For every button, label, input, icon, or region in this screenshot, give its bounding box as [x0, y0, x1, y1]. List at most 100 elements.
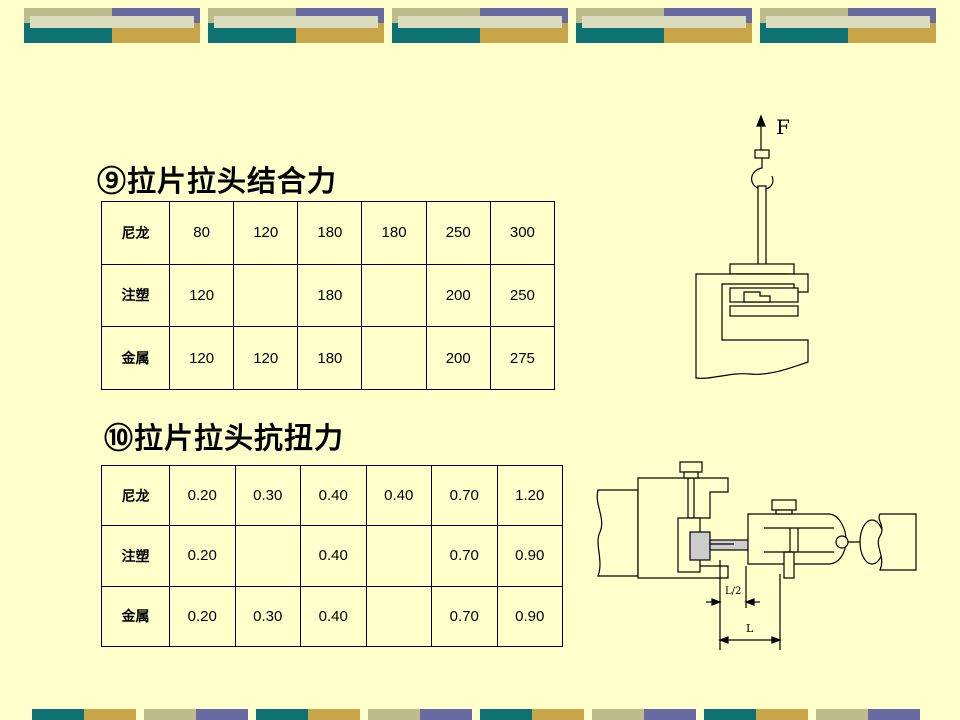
- row-label: 尼龙: [101, 201, 170, 265]
- table-cell: [361, 326, 427, 390]
- table-cell: 0.20: [169, 525, 236, 587]
- table-cell: 180: [297, 326, 363, 390]
- table-cell: 180: [361, 201, 427, 265]
- torsion-drawing: [596, 461, 917, 650]
- fork-screw-head: [771, 499, 797, 511]
- slider-top: [729, 263, 795, 275]
- table-cell: 80: [168, 201, 235, 265]
- table-cell: 120: [168, 326, 235, 390]
- fork-screw-tail: [783, 551, 795, 579]
- band-highlight: [766, 16, 930, 28]
- pull-tab-bond-force-table: 尼龙 80 120 180 180 250 300 注塑 120 180 200…: [101, 201, 556, 390]
- table-cell: 0.40: [300, 464, 367, 527]
- row-label: 金属: [101, 585, 170, 648]
- row-label: 尼龙: [101, 464, 170, 527]
- band-highlight: [214, 16, 378, 28]
- section-title-torsion-resistance: ⑩拉片拉头抗扭力: [104, 421, 345, 455]
- top-screw-neck: [683, 471, 699, 479]
- band-block: [308, 709, 360, 720]
- hook-curve: [751, 158, 774, 190]
- top-screw-head: [679, 461, 703, 473]
- band-block: [144, 709, 196, 720]
- bottom-band-blocks: [32, 709, 920, 720]
- table-row: 注塑 120 180 200 250: [101, 263, 556, 328]
- pivot-pin: [835, 535, 849, 549]
- table-cell: 250: [425, 201, 491, 265]
- table-cell: 275: [489, 326, 556, 390]
- table-cell: 0.90: [496, 585, 563, 648]
- hook-cap: [754, 149, 770, 159]
- band-block: [480, 709, 532, 720]
- table-cell: 0.70: [431, 525, 498, 587]
- band-block: [196, 709, 248, 720]
- table-row: 注塑 0.20 0.40 0.70 0.90: [101, 525, 563, 587]
- row-label: 金属: [101, 326, 170, 390]
- table-row: 尼龙 0.20 0.30 0.40 0.40 0.70 1.20: [101, 464, 563, 527]
- bottom-decorative-band: [32, 709, 920, 720]
- band-block: [868, 709, 920, 720]
- table-cell: [365, 525, 432, 587]
- band-block: [84, 709, 136, 720]
- table-cell: [234, 525, 301, 587]
- table-cell: 120: [168, 263, 235, 328]
- band-block: [756, 709, 808, 720]
- table-cell: 1.20: [496, 464, 563, 527]
- table-row: 金属 0.20 0.30 0.40 0.70 0.90: [101, 585, 563, 648]
- table-row: 金属 120 120 180 200 275: [101, 326, 556, 390]
- band-block: [816, 709, 868, 720]
- band-block: [644, 709, 696, 720]
- table-cell: 0.40: [300, 525, 367, 587]
- table-cell: 0.40: [300, 585, 367, 648]
- table-cell: [361, 263, 427, 328]
- torsion-test-figure: L/2 L: [596, 461, 917, 650]
- clamp-drawing: [695, 114, 809, 379]
- right-grip: [877, 513, 917, 571]
- table-cell: 200: [425, 263, 491, 328]
- clamp-body: [695, 273, 809, 379]
- table-cell: 0.40: [365, 464, 432, 527]
- table-cell: 0.70: [431, 464, 498, 527]
- table-cell: 0.30: [234, 585, 301, 648]
- pull-force-test-figure: F: [695, 114, 809, 379]
- fork-body: [747, 513, 847, 565]
- top-decorative-band: [24, 8, 936, 43]
- table-cell: [233, 263, 299, 328]
- dim-half-label: L/2: [725, 586, 741, 597]
- force-label: F: [776, 115, 790, 139]
- band-block: [532, 709, 584, 720]
- table-cell: 180: [297, 263, 363, 328]
- torsion-resistance-table: 尼龙 0.20 0.30 0.40 0.40 0.70 1.20 注塑 0.20…: [101, 464, 563, 648]
- dim-full-label: L: [746, 622, 754, 635]
- table-cell: 0.20: [169, 585, 236, 648]
- table-cell: 0.20: [169, 464, 236, 527]
- band-block: [256, 709, 308, 720]
- row-label: 注塑: [101, 263, 170, 328]
- table-body: 尼龙 80 120 180 180 250 300 注塑 120 180 200…: [101, 201, 556, 390]
- table-cell: 0.70: [431, 585, 498, 648]
- table-cell: 250: [489, 263, 556, 328]
- table-cell: 200: [425, 326, 491, 390]
- row-label: 注塑: [101, 525, 170, 587]
- table-cell: [365, 585, 432, 648]
- jaw-lower: [729, 305, 799, 317]
- band-block: [592, 709, 644, 720]
- table-cell: 300: [489, 201, 556, 265]
- left-clamp-end: [596, 489, 639, 577]
- table-cell: 120: [233, 201, 299, 265]
- band-highlight: [582, 16, 746, 28]
- table-cell: 120: [233, 326, 299, 390]
- band-highlight: [398, 16, 562, 28]
- band-highlight: [30, 16, 194, 28]
- band-block: [32, 709, 84, 720]
- band-block: [420, 709, 472, 720]
- table-cell: 0.90: [496, 525, 563, 587]
- table-cell: 0.30: [234, 464, 301, 527]
- table-body: 尼龙 0.20 0.30 0.40 0.40 0.70 1.20 注塑 0.20…: [101, 464, 563, 648]
- band-block: [704, 709, 756, 720]
- jaw-insert: [743, 291, 771, 303]
- table-cell: 180: [297, 201, 363, 265]
- slider-center: [689, 531, 711, 561]
- band-block: [368, 709, 420, 720]
- section-title-pull-tab-bond-force: ⑨拉片拉头结合力: [97, 164, 338, 198]
- table-row: 尼龙 80 120 180 180 250 300: [101, 201, 556, 265]
